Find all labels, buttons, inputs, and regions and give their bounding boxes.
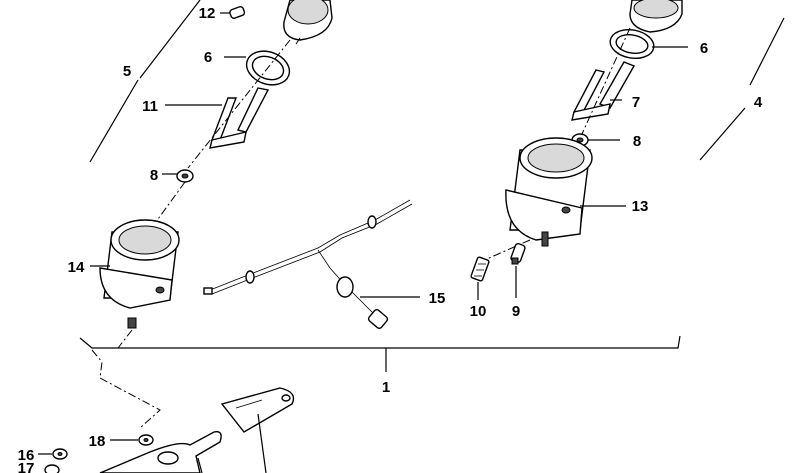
part-15-harness: [203, 199, 420, 329]
axis-14: [117, 329, 133, 349]
callout-11: 11: [142, 98, 158, 115]
part-10-screw: [470, 256, 490, 300]
bracket-group-5: [89, 0, 201, 163]
callout-8-left: 8: [150, 167, 158, 184]
callout-1: 1: [382, 379, 390, 396]
part-14-housing: [90, 219, 180, 329]
callout-16: 16: [18, 447, 35, 464]
left-gauge-top: [283, 0, 333, 45]
callout-6-right: 6: [700, 40, 708, 57]
axis-right-upper: [581, 27, 631, 135]
part-13-housing: [505, 137, 626, 247]
callout-12: 12: [199, 5, 216, 22]
callout-14: 14: [68, 259, 85, 276]
callout-10: 10: [470, 303, 487, 320]
mounting-plate: [99, 387, 295, 473]
axis-left-upper: [187, 39, 291, 169]
callout-7: 7: [632, 94, 640, 111]
part-16-washer: [38, 448, 68, 460]
part-6-left-ring: [224, 50, 291, 86]
part-12-bulb: [220, 5, 246, 19]
part-18-nut: [110, 434, 154, 446]
axis-13-to-10: [479, 239, 531, 263]
bracket-group-4: [699, 17, 785, 161]
part-17-nut: [44, 464, 60, 473]
callout-6-left: 6: [204, 49, 212, 66]
right-gauge-top: [629, 0, 683, 33]
callout-13: 13: [632, 198, 649, 215]
callout-17: 17: [18, 460, 35, 473]
callout-15: 15: [429, 290, 446, 307]
part-11-bracket: [165, 87, 270, 149]
callout-18: 18: [89, 433, 106, 450]
bracket-group-1: [79, 335, 681, 372]
part-8-left-nut: [162, 169, 194, 183]
part-6-right-ring: [609, 28, 688, 60]
part-9-bulb: [510, 242, 526, 298]
callout-9: 9: [512, 303, 520, 320]
callout-4: 4: [754, 94, 763, 111]
callout-5: 5: [123, 63, 131, 80]
callout-8-right: 8: [633, 133, 641, 150]
axis-lower: [91, 349, 161, 429]
part-7-bracket: [571, 61, 636, 121]
